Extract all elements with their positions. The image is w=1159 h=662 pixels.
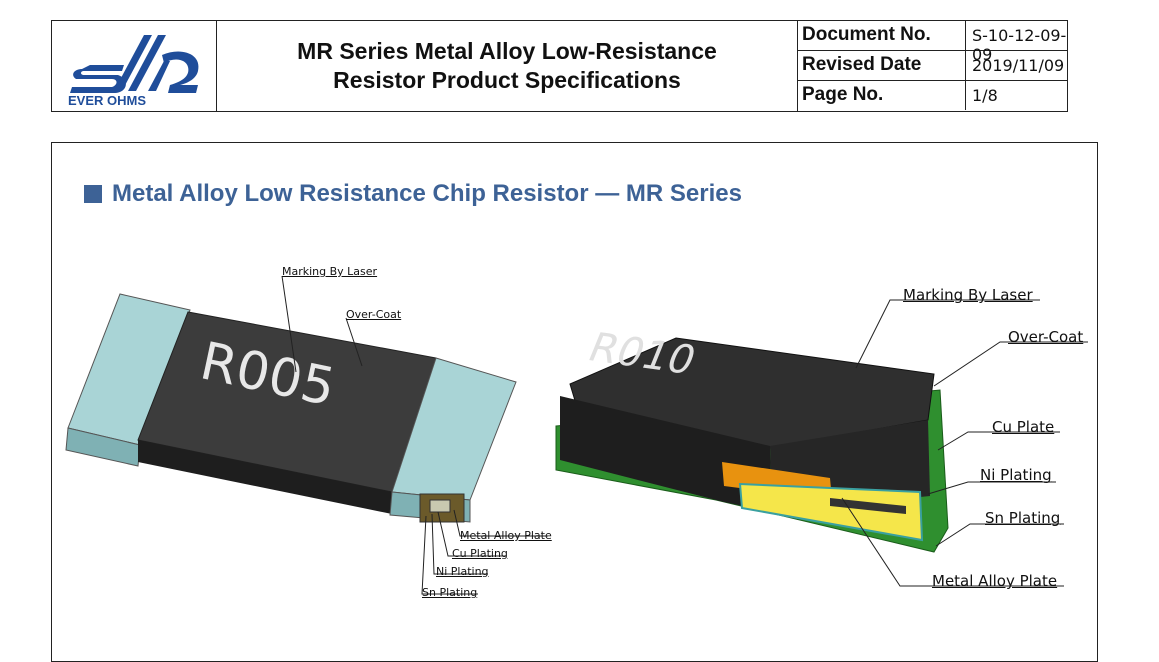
right-resistor-drawing: R010 — [555, 299, 1088, 587]
right-label-sn-plating: Sn Plating — [985, 509, 1061, 527]
meta-key: Document No. — [798, 21, 966, 50]
logo-text: EVER OHMS — [68, 93, 146, 108]
left-label-marking-by-laser: Marking By Laser — [282, 265, 378, 278]
left-resistor-drawing: R005 — [65, 275, 548, 595]
square-bullet-icon — [84, 185, 102, 203]
document-meta-table: Document No. S-10-12-09-09 Revised Date … — [798, 21, 1067, 111]
section-heading-text: Metal Alloy Low Resistance Chip Resistor… — [112, 180, 742, 207]
document-title: MR Series Metal Alloy Low-Resistance Res… — [217, 21, 798, 111]
left-label-ni-plating: Ni Plating — [436, 565, 489, 578]
right-label-over-coat: Over-Coat — [1008, 328, 1084, 346]
meta-key: Page No. — [798, 81, 966, 110]
resistor-illustrations: R005 R010 — [65, 275, 1088, 595]
section-heading: Metal Alloy Low Resistance Chip Resistor… — [84, 180, 742, 208]
title-line-1: MR Series Metal Alloy Low-Resistance — [297, 38, 717, 64]
title-line-2: Resistor Product Specifications — [333, 67, 681, 93]
meta-row-revised-date: Revised Date 2019/11/09 — [798, 51, 1067, 81]
left-label-cu-plating: Cu Plating — [452, 547, 508, 560]
right-label-cu-plate: Cu Plate — [992, 418, 1055, 436]
left-label-metal-alloy-plate: Metal Alloy Plate — [460, 529, 552, 542]
right-label-ni-plating: Ni Plating — [980, 466, 1052, 484]
right-label-marking-by-laser: Marking By Laser — [903, 286, 1033, 304]
meta-row-page-no: Page No. 1/8 — [798, 81, 1067, 110]
left-label-sn-plating: Sn Plating — [422, 586, 478, 599]
meta-key: Revised Date — [798, 51, 966, 80]
meta-value: 1/8 — [972, 86, 998, 105]
right-label-metal-alloy-plate: Metal Alloy Plate — [932, 572, 1058, 590]
document-header: EVER OHMS MR Series Metal Alloy Low-Resi… — [51, 20, 1068, 112]
company-logo: EVER OHMS — [52, 21, 217, 111]
meta-value: S-10-12-09-09 — [972, 26, 1067, 64]
left-label-over-coat: Over-Coat — [346, 308, 402, 321]
meta-value: 2019/11/09 — [972, 56, 1065, 75]
meta-row-document-no: Document No. S-10-12-09-09 — [798, 21, 1067, 64]
